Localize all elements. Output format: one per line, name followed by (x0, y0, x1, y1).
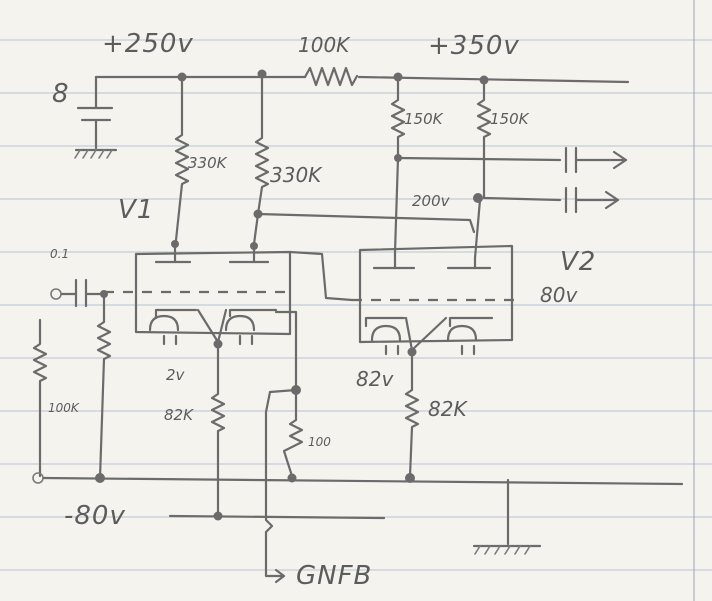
v2-plate-loads (390, 75, 562, 260)
label-r-feed: 100K (298, 33, 351, 57)
label-r-load-d: 150K (490, 110, 530, 128)
ground-rail (32, 472, 684, 555)
label-v-2: 2v (166, 366, 186, 384)
label-tube-v2: V2 (560, 247, 596, 277)
label-b-plus-250: +250v (102, 29, 194, 59)
v1-plate-loads (171, 72, 476, 250)
negative-rail (168, 514, 386, 520)
label-r-load-c: 150K (404, 110, 444, 128)
label-cap-in: 0.1 (50, 247, 69, 261)
label-v-200: 200v (412, 192, 451, 210)
supply-cap-ground (74, 75, 118, 159)
label-r-fb: 100 (308, 435, 331, 449)
label-node-8: 8 (52, 79, 70, 109)
label-v-80: 80v (540, 283, 578, 307)
tube-v1 (104, 242, 292, 349)
b-plus-rail (94, 66, 630, 87)
label-r-grid: 100K (48, 401, 80, 415)
label-tube-v1: V1 (118, 195, 154, 225)
label-rail-neg: -80v (64, 501, 126, 531)
output-couplings (564, 146, 628, 214)
label-gnfb: GNFB (296, 561, 372, 591)
label-r-tail-2: 82K (428, 397, 468, 421)
label-r-load-b: 330K (270, 163, 323, 187)
label-r-load-a: 330K (188, 154, 228, 172)
interstage-coupling (288, 250, 354, 302)
input-network (32, 278, 112, 480)
tube-v2 (352, 244, 516, 357)
label-r-tail-1: 82K (164, 406, 194, 424)
label-v-82: 82v (356, 367, 394, 391)
label-b-plus-350: +350v (428, 31, 520, 61)
